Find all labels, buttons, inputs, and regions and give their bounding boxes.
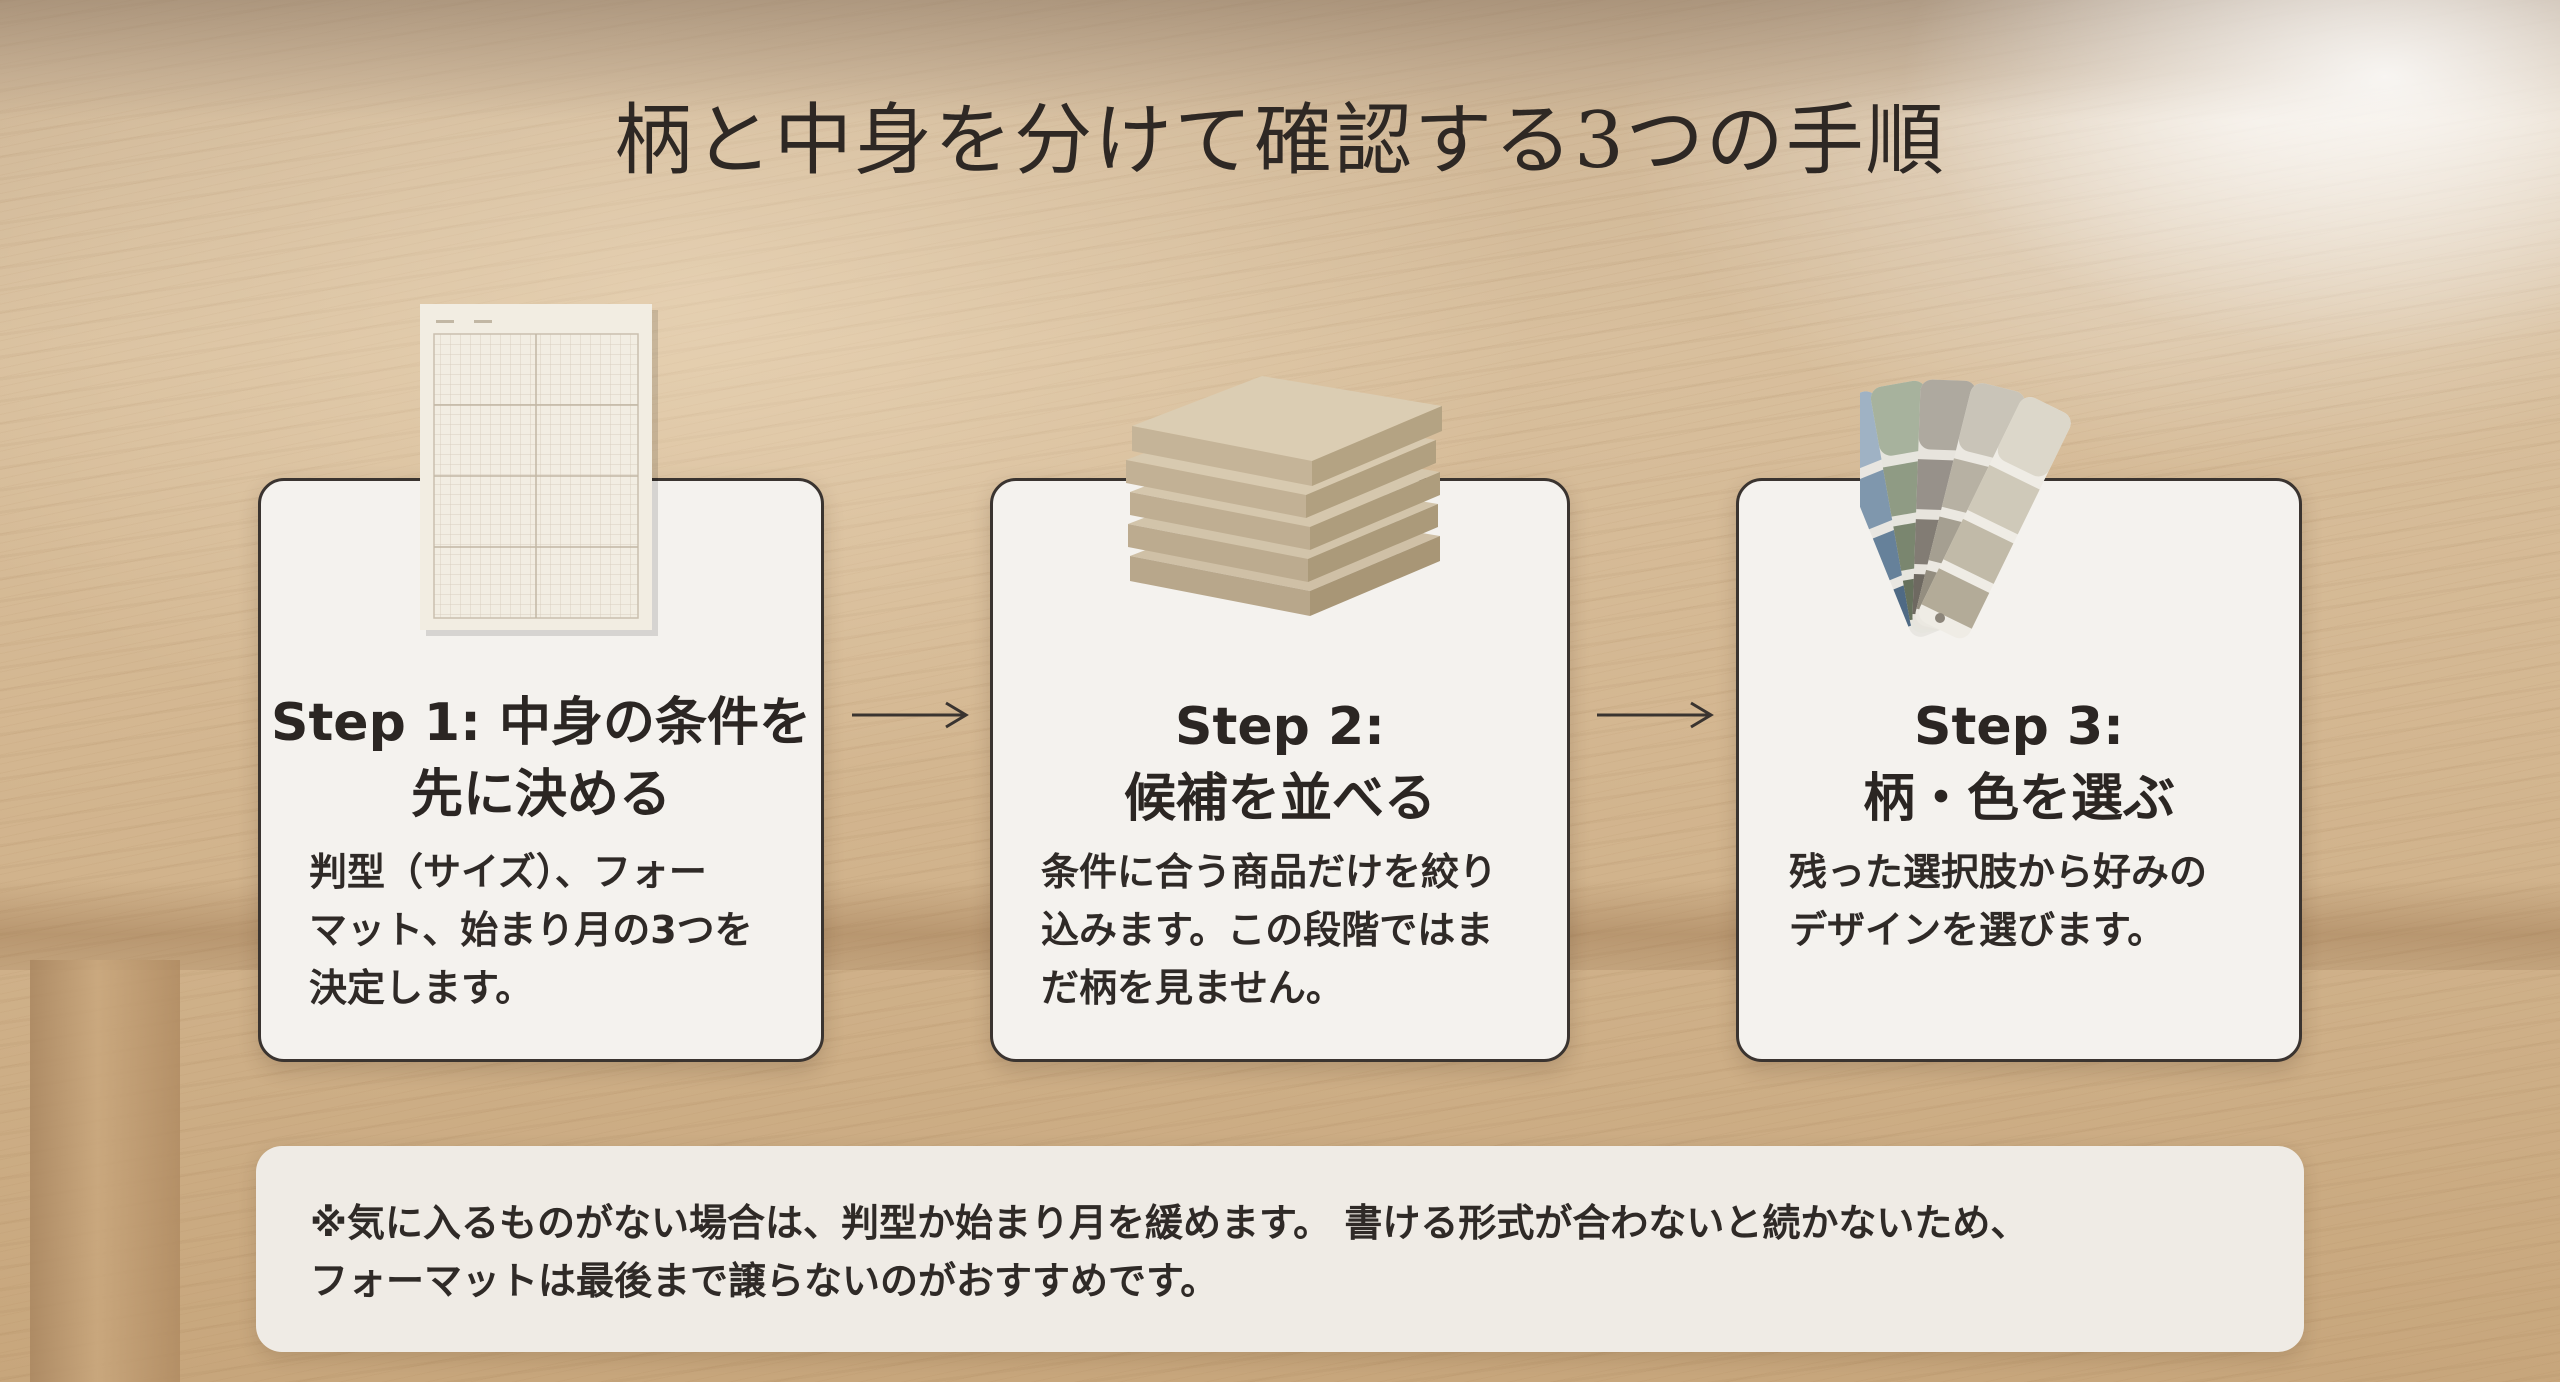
step-1-title: Step 1: 中身の条件を 先に決める <box>271 693 811 825</box>
step-card-1: Step 1: 中身の条件を 先に決める 判型（サイズ）、フォー マット、始まり… <box>258 478 824 1062</box>
step-2-title: Step 2: 候補を並べる <box>1123 697 1436 829</box>
page-title: 柄と中身を分けて確認する3つの手順 <box>614 96 1946 186</box>
step-1-description: 判型（サイズ）、フォー マット、始まり月の3つを 決定します。 <box>309 850 753 1010</box>
grid-paper-icon <box>420 304 658 636</box>
note-box: ※気に入るものがない場合は、判型か始まり月を緩めます。 書ける形式が合わないと続… <box>256 1146 2304 1352</box>
step-2-description: 条件に合う商品だけを絞り 込みます。この段階ではま だ柄を見ません。 <box>1041 850 1498 1010</box>
step-card-3: Step 3: 柄・色を選ぶ 残った選択肢から好みの デザインを選びます。 <box>1736 478 2302 1062</box>
window-light <box>1860 0 2560 380</box>
step-3-title: Step 3: 柄・色を選ぶ <box>1862 697 2175 829</box>
arrow-right-icon <box>1597 701 1714 729</box>
step-3-description: 残った選択肢から好みの デザインを選びます。 <box>1789 850 2208 952</box>
arrow-right-icon <box>852 701 969 729</box>
note-text: ※気に入るものがない場合は、判型か始まり月を緩めます。 書ける形式が合わないと続… <box>310 1201 2029 1303</box>
color-swatch-fan-icon <box>1860 379 2071 639</box>
table-leg <box>30 960 180 1382</box>
book-stack-icon <box>1126 376 1442 616</box>
